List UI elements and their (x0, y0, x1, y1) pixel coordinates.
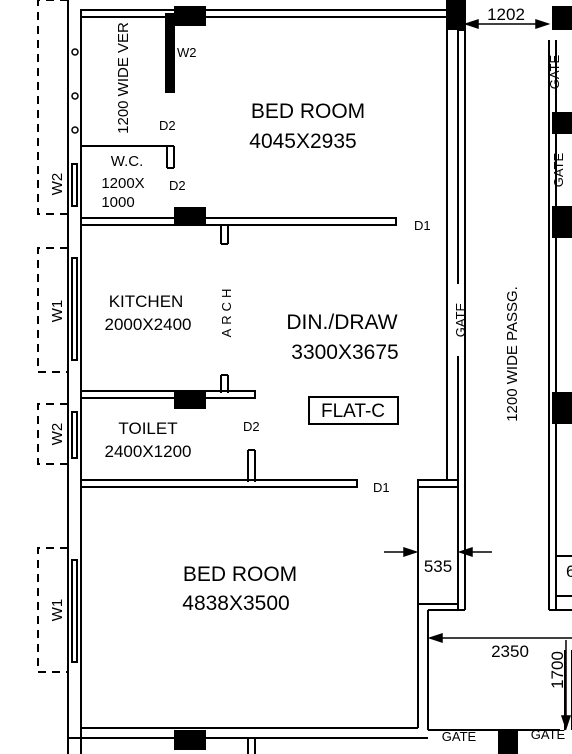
d2-bed-label: D2 (159, 118, 176, 133)
din-draw-size: 3300X3675 (291, 341, 398, 364)
kitchen-size: 2000X2400 (105, 315, 192, 334)
gate-label-right-2: GATE (551, 152, 566, 187)
bed-top-name: BED ROOM (251, 100, 365, 123)
w2-toilet-label: W2 (49, 423, 66, 446)
toilet-name: TOILET (118, 419, 177, 438)
passage-label: 1200 WIDE PASSG. (504, 286, 521, 422)
bed-bottom-name: BED ROOM (183, 563, 297, 586)
toilet-size: 2400X1200 (105, 442, 192, 461)
gate-label-bottom-1: GATE (442, 729, 477, 744)
w2-window-left-label: W2 (49, 173, 66, 196)
gate-label-passage: GATE (453, 302, 468, 337)
kitchen-name: KITCHEN (109, 292, 184, 311)
bed-top-size: 4045X2935 (249, 130, 356, 153)
d1-top-label: D1 (414, 218, 431, 233)
door-gap-dimension: 535 (424, 557, 452, 576)
columns (174, 0, 572, 754)
edge-char: 6 (566, 562, 572, 581)
din-draw-name: DIN./DRAW (286, 311, 397, 334)
w2-top-label: W2 (177, 45, 197, 60)
flat-label-box (308, 396, 399, 425)
wc-height: 1000 (101, 194, 134, 211)
windows (71, 163, 78, 663)
top-width-dimension: 1202 (487, 5, 525, 24)
wc-width: 1200X (101, 175, 144, 192)
wc-name: W.C. (111, 153, 144, 170)
passage-height-dimension: 1700 (548, 651, 567, 689)
verandah-posts (71, 48, 79, 134)
d2-wc-label: D2 (169, 178, 186, 193)
bed-bottom-size: 4838X3500 (182, 592, 289, 615)
verandah-label: 1200 WIDE VER (115, 22, 132, 134)
w1-kitchen-label: W1 (49, 300, 66, 323)
walls (67, 0, 572, 754)
dimension-lines (384, 18, 572, 731)
passage-width-dimension: 2350 (491, 642, 529, 661)
d1-bottom-label: D1 (373, 480, 390, 495)
flat-label: FLAT-C (321, 401, 385, 422)
d2-toilet-label: D2 (243, 419, 260, 434)
gate-label-right-1: GATE (547, 54, 562, 89)
w1-bed-label: W1 (49, 599, 66, 622)
window-projections (37, 0, 68, 673)
gate-label-bottom-2: GATE (531, 727, 566, 742)
arch-label: ARCH (219, 285, 234, 338)
